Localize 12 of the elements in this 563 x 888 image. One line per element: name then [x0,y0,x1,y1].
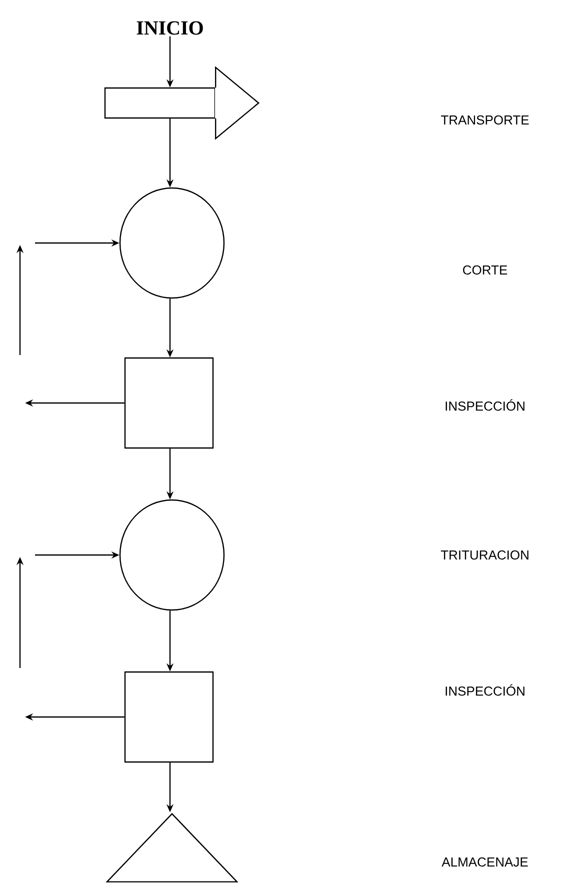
step-label: ALMACENAJE [442,857,528,867]
step-label: CORTE [463,265,508,275]
start-label: INICIO [136,21,203,35]
operation-circle [119,187,225,299]
inspection-box [124,671,214,763]
step-label: TRITURACION [440,550,528,560]
step-label: TRANSPORTE [441,115,529,125]
step-label: INSPECCIÓN [446,399,524,411]
step-label: INSPECCIÓN [446,684,524,696]
operation-circle [119,499,225,611]
transport-arrow [104,66,260,140]
inspection-box [124,357,214,449]
